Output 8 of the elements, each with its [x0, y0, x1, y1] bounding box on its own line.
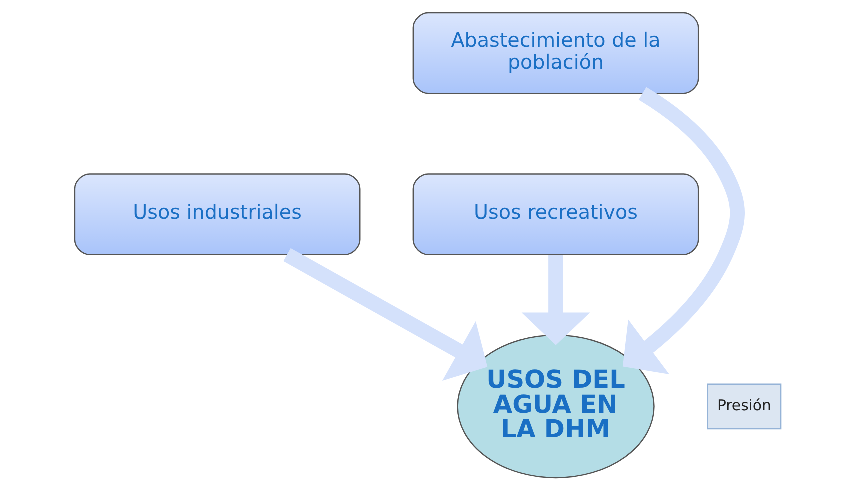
label: Presión: [716, 396, 771, 415]
arrow: [283, 248, 488, 382]
node-ellipse: USOS DEL AGUA EN LA DHM: [456, 334, 654, 479]
node-box: Usos recreativos: [412, 174, 699, 256]
node-box: Abastecimiento de la población: [412, 12, 699, 94]
node-box: Usos industriales: [74, 174, 360, 256]
arrow: [622, 87, 744, 375]
arrow: [521, 255, 590, 346]
